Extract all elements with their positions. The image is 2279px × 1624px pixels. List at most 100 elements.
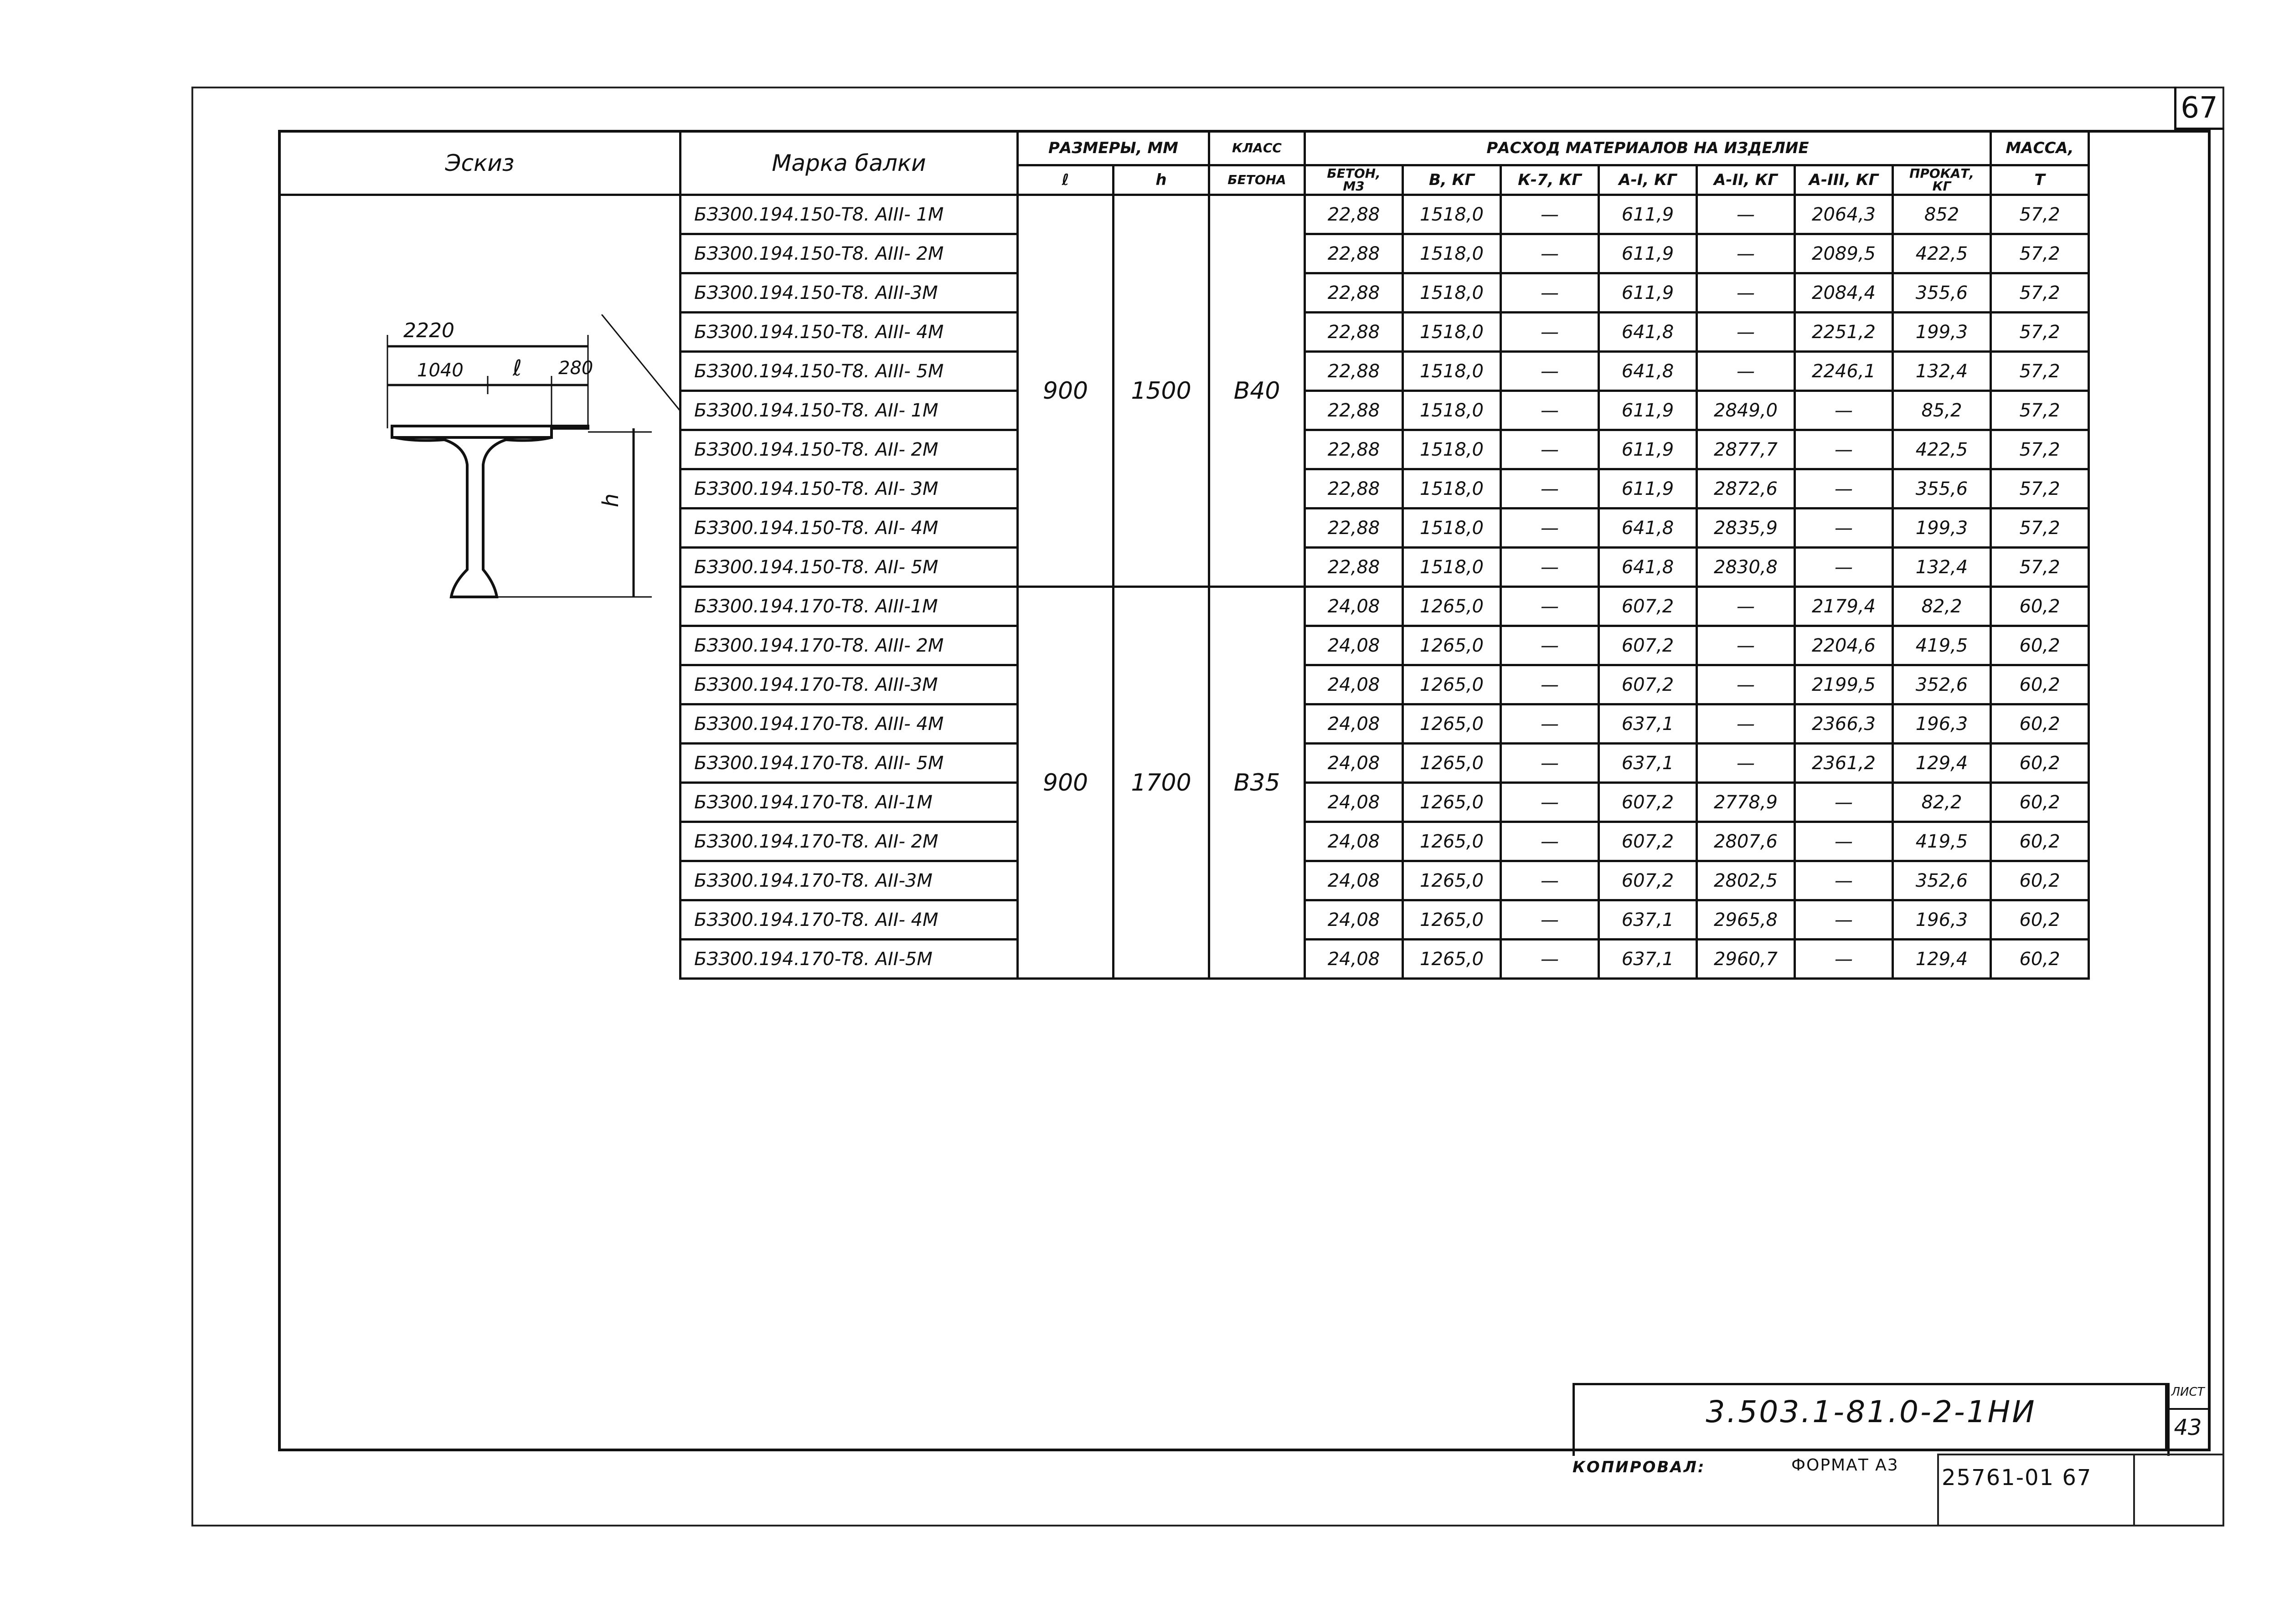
cell-rolled: 352,6 [1892,860,1992,901]
cell-a3: — [1794,390,1894,431]
cell-concrete-volume: 24,08 [1304,703,1404,745]
cell-a2: 2807,6 [1696,821,1796,862]
cell-a2: — [1696,272,1796,313]
beam-mark: БЗЗ00.194.150-Т8. АII- 3М [679,468,1019,509]
cell-b: 1265,0 [1402,703,1502,745]
header-dimensions: РАЗМЕРЫ, ММ [1016,130,1210,166]
cell-k7: — [1500,860,1600,901]
cell-b: 1265,0 [1402,625,1502,666]
cell-a3: — [1794,507,1894,549]
cell-mass: 57,2 [1990,194,2090,235]
beam-mark: БЗЗ00.194.170-Т8. АII-5М [679,938,1019,980]
cell-concrete-volume: 22,88 [1304,272,1404,313]
cell-k7: — [1500,468,1600,509]
cell-concrete-volume: 22,88 [1304,546,1404,588]
cell-a1: 607,2 [1598,586,1698,627]
cell-k7: — [1500,781,1600,823]
cell-a3: 2246,1 [1794,350,1894,392]
cell-a3: — [1794,860,1894,901]
beam-mark: БЗЗ00.194.150-Т8. АII- 1М [679,390,1019,431]
cell-a3: — [1794,546,1894,588]
cell-k7: — [1500,546,1600,588]
concrete-class: B40 [1208,194,1306,588]
cell-k7: — [1500,507,1600,549]
copied-label: КОПИРОВАЛ: [1573,1458,1706,1476]
cell-b: 1518,0 [1402,194,1502,235]
registration-box-right [2133,1454,2224,1526]
cell-a3: — [1794,781,1894,823]
sketch-dim-left: 1040 [417,360,464,381]
sketch-cell [278,194,681,979]
beam-mark: БЗЗ00.194.150-Т8. АII- 4М [679,507,1019,549]
cell-a1: 607,2 [1598,821,1698,862]
cell-b: 1265,0 [1402,742,1502,784]
beam-mark: БЗЗ00.194.170-Т8. АIII- 5М [679,742,1019,784]
header-concrete-volume-line1: БЕТОН, [1327,166,1381,181]
cell-mass: 60,2 [1990,821,2090,862]
cell-a2: 2802,5 [1696,860,1796,901]
header-a3: А-III, КГ [1794,164,1894,196]
specification-table: Эскиз Марка балки РАЗМЕРЫ, ММ КЛАСС РАСХ… [278,130,2090,980]
dimension-h: 1500 [1112,194,1210,588]
cell-mass: 60,2 [1990,586,2090,627]
cell-mass: 57,2 [1990,350,2090,392]
cell-rolled: 132,4 [1892,350,1992,392]
cell-mass: 57,2 [1990,546,2090,588]
cell-concrete-volume: 22,88 [1304,311,1404,353]
cell-a2: — [1696,194,1796,235]
header-concrete-volume-line2: М3 [1343,179,1365,194]
cell-mass: 60,2 [1990,625,2090,666]
cell-mass: 60,2 [1990,860,2090,901]
cell-rolled: 199,3 [1892,507,1992,549]
cell-mass: 60,2 [1990,703,2090,745]
cell-rolled: 82,2 [1892,781,1992,823]
cell-mass: 60,2 [1990,938,2090,980]
cell-concrete-volume: 24,08 [1304,821,1404,862]
cell-a2: 2965,8 [1696,899,1796,940]
cell-a3: 2179,4 [1794,586,1894,627]
cell-concrete-volume: 24,08 [1304,938,1404,980]
header-mark: Марка балки [679,130,1019,196]
header-b: В, КГ [1402,164,1502,196]
cell-a2: 2835,9 [1696,507,1796,549]
cell-concrete-volume: 22,88 [1304,468,1404,509]
cell-k7: — [1500,703,1600,745]
cell-b: 1518,0 [1402,350,1502,392]
cell-a1: 611,9 [1598,272,1698,313]
header-a1: А-I, КГ [1598,164,1698,196]
format-label: ФОРМАТ А3 [1791,1456,1899,1475]
cell-concrete-volume: 22,88 [1304,194,1404,235]
cell-b: 1518,0 [1402,272,1502,313]
cell-a1: 641,8 [1598,546,1698,588]
cell-a1: 611,9 [1598,390,1698,431]
beam-mark: БЗЗ00.194.150-Т8. АIII- 4М [679,311,1019,353]
cell-a2: — [1696,350,1796,392]
outer-frame [191,87,2224,1526]
cell-a2: — [1696,233,1796,274]
beam-mark: БЗЗ00.194.170-Т8. АIII-3М [679,664,1019,705]
cell-k7: — [1500,938,1600,980]
cell-b: 1265,0 [1402,821,1502,862]
sketch-dim-right: 280 [558,358,593,379]
beam-section-sketch [387,314,679,598]
cell-a2: 2960,7 [1696,938,1796,980]
beam-mark: БЗЗ00.194.170-Т8. АII- 4М [679,899,1019,940]
cell-a3: 2064,3 [1794,194,1894,235]
header-dim-l: ℓ [1016,164,1114,196]
dimension-l: 900 [1016,586,1114,980]
cell-mass: 57,2 [1990,468,2090,509]
cell-k7: — [1500,194,1600,235]
cell-rolled: 422,5 [1892,429,1992,470]
sheet-number: 43 [2174,1415,2202,1440]
header-concrete-class-bottom: БЕТОНА [1208,164,1306,196]
cell-concrete-volume: 22,88 [1304,507,1404,549]
